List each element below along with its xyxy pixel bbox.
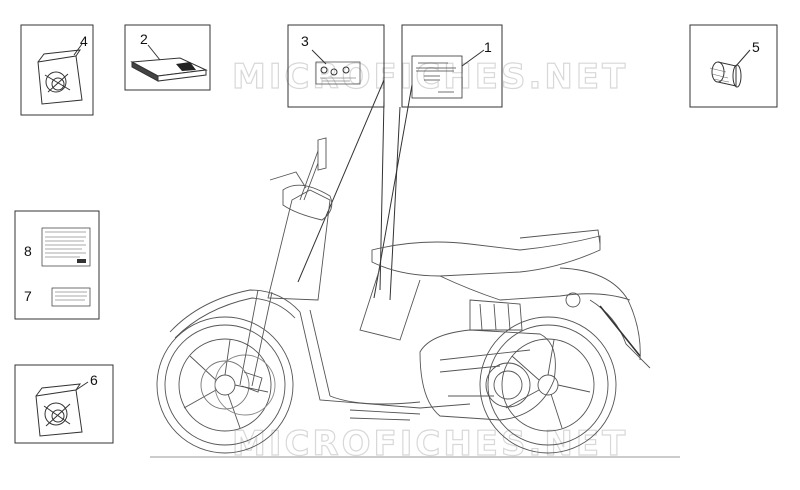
callout-3: 3 [301,33,309,49]
leader-3 [297,79,385,283]
part-box-6 [14,364,114,444]
leader-1 [373,84,413,299]
scooter-drawing [150,137,680,458]
callout-2: 2 [140,31,148,47]
callout-1: 1 [484,39,492,55]
callout-8: 8 [24,243,32,259]
part-box-8-7 [14,210,100,320]
callout-5: 5 [752,39,760,55]
callout-6: 6 [90,372,98,388]
part-box-1 [401,24,503,108]
callout-4: 4 [80,33,88,49]
part-box-3 [287,24,385,108]
callout-7: 7 [24,288,32,304]
watermark-bottom: MICROFICHES.NET [232,424,628,464]
part-box-5 [689,24,778,108]
part-box-4 [20,24,94,116]
part-box-2 [124,24,211,91]
leader-1b [389,106,401,301]
